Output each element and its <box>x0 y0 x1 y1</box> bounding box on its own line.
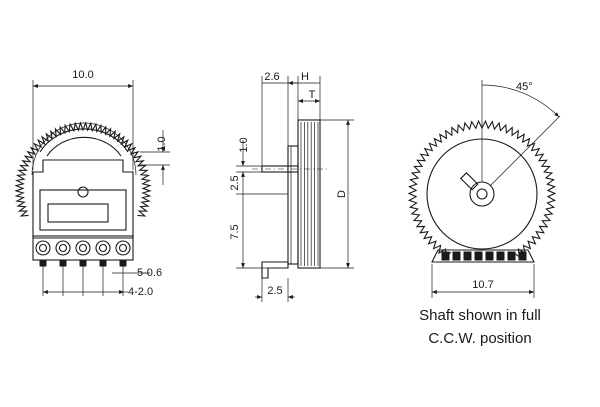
rear-terminal <box>463 251 472 261</box>
front-terminal <box>115 240 131 256</box>
front-housing-inner <box>39 189 127 231</box>
front-guard-arc-inner <box>46 136 122 157</box>
front-terminal <box>55 240 71 256</box>
front-wheel-rim <box>31 122 137 176</box>
rear-view: 45° 10.7 Shaft shown in full C.C.W. posi… <box>407 80 561 347</box>
side-thickness-label: T <box>309 89 316 101</box>
front-pin <box>99 259 107 296</box>
rear-base-terminals <box>441 251 527 261</box>
front-housing <box>32 159 134 239</box>
rear-terminal <box>507 251 516 261</box>
front-width-dim: 10.0 <box>72 69 93 81</box>
front-thumbwheel-teeth <box>14 121 152 217</box>
side-body <box>287 145 299 265</box>
front-terminals <box>35 240 131 256</box>
side-center-dim: 2.5 <box>229 175 241 190</box>
rear-terminal <box>496 251 505 261</box>
front-center-hole <box>77 186 89 198</box>
front-terminal <box>95 240 111 256</box>
front-view: 10.0 1.0 5-0.6 4-2.0 <box>14 69 170 298</box>
rear-hub-inner <box>476 188 488 200</box>
front-terminal <box>35 240 51 256</box>
front-guard-arc <box>39 128 129 153</box>
side-wheel-knurl <box>300 122 319 266</box>
side-height-label: H <box>301 71 309 83</box>
caption-line-1: Shaft shown in full <box>419 307 541 324</box>
caption-line-2: C.C.W. position <box>428 330 531 347</box>
rear-terminal <box>474 251 483 261</box>
rear-angle-dim: 45° <box>516 81 533 93</box>
front-terminal-block <box>32 235 134 261</box>
front-pin <box>59 259 67 296</box>
front-pin <box>39 259 47 296</box>
side-diameter-label: D <box>336 190 348 198</box>
rear-terminal <box>452 251 461 261</box>
rear-pointer <box>460 172 479 191</box>
front-pin <box>79 259 87 296</box>
front-pin-pitch-dim: 4-2.0 <box>128 286 153 298</box>
front-terminal <box>75 240 91 256</box>
side-bottom-dim: 2.5 <box>267 285 282 297</box>
front-pin <box>119 259 127 296</box>
rear-base <box>431 249 535 263</box>
side-mount-leg <box>261 261 289 279</box>
rear-base-width-dim: 10.7 <box>472 279 493 291</box>
side-height-dim: 7.5 <box>229 224 241 239</box>
front-pin-leads <box>39 259 127 296</box>
rear-terminal <box>441 251 450 261</box>
side-width-dim: 2.6 <box>264 71 279 83</box>
front-label-window <box>47 203 109 223</box>
front-top-offset-dim: 1.0 <box>156 136 168 151</box>
rear-terminal <box>518 251 527 261</box>
side-shaft-dim: 1.0 <box>238 137 250 152</box>
side-view: 2.6 H T 1.0 2.5 7.5 D 2.5 <box>229 71 354 302</box>
front-pin-width-dim: 5-0.6 <box>137 267 162 279</box>
rear-terminal <box>485 251 494 261</box>
